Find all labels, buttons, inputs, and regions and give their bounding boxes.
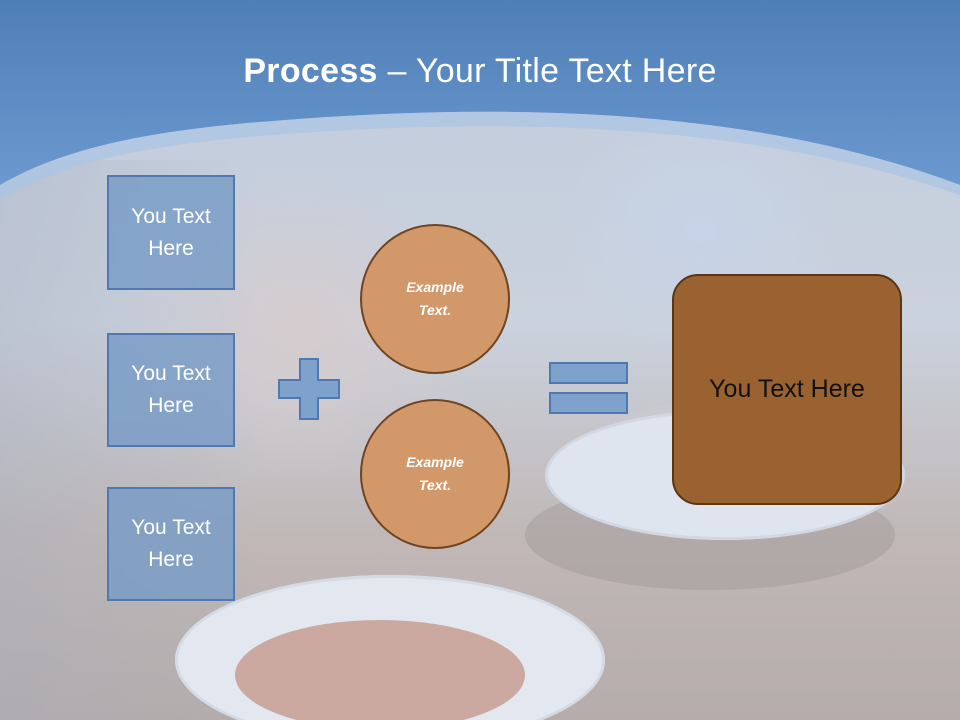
- circle-line-1: Example: [406, 454, 464, 470]
- box-line-1: You Text: [131, 516, 211, 539]
- equals-icon: [549, 362, 628, 414]
- circle-line-2: Text.: [418, 302, 452, 318]
- box-line-1: You Text: [131, 204, 211, 228]
- box-line-1: You Text: [131, 362, 211, 385]
- box-line-2: Here: [148, 548, 194, 571]
- plus-icon: [278, 358, 340, 420]
- title-bold-part: Process: [243, 52, 378, 90]
- result-box: You Text Here: [672, 274, 902, 505]
- header-band: [0, 0, 960, 200]
- circle-line-1: Example: [406, 279, 464, 295]
- result-text: You Text Here: [709, 375, 865, 403]
- title-rest-part: – Your Title Text Here: [377, 52, 717, 90]
- circle-line-2: Text.: [418, 477, 452, 493]
- box-line-2: Here: [148, 236, 194, 260]
- box-line-2: Here: [148, 394, 194, 417]
- slide-title: Process – Your Title Text Here: [0, 52, 960, 91]
